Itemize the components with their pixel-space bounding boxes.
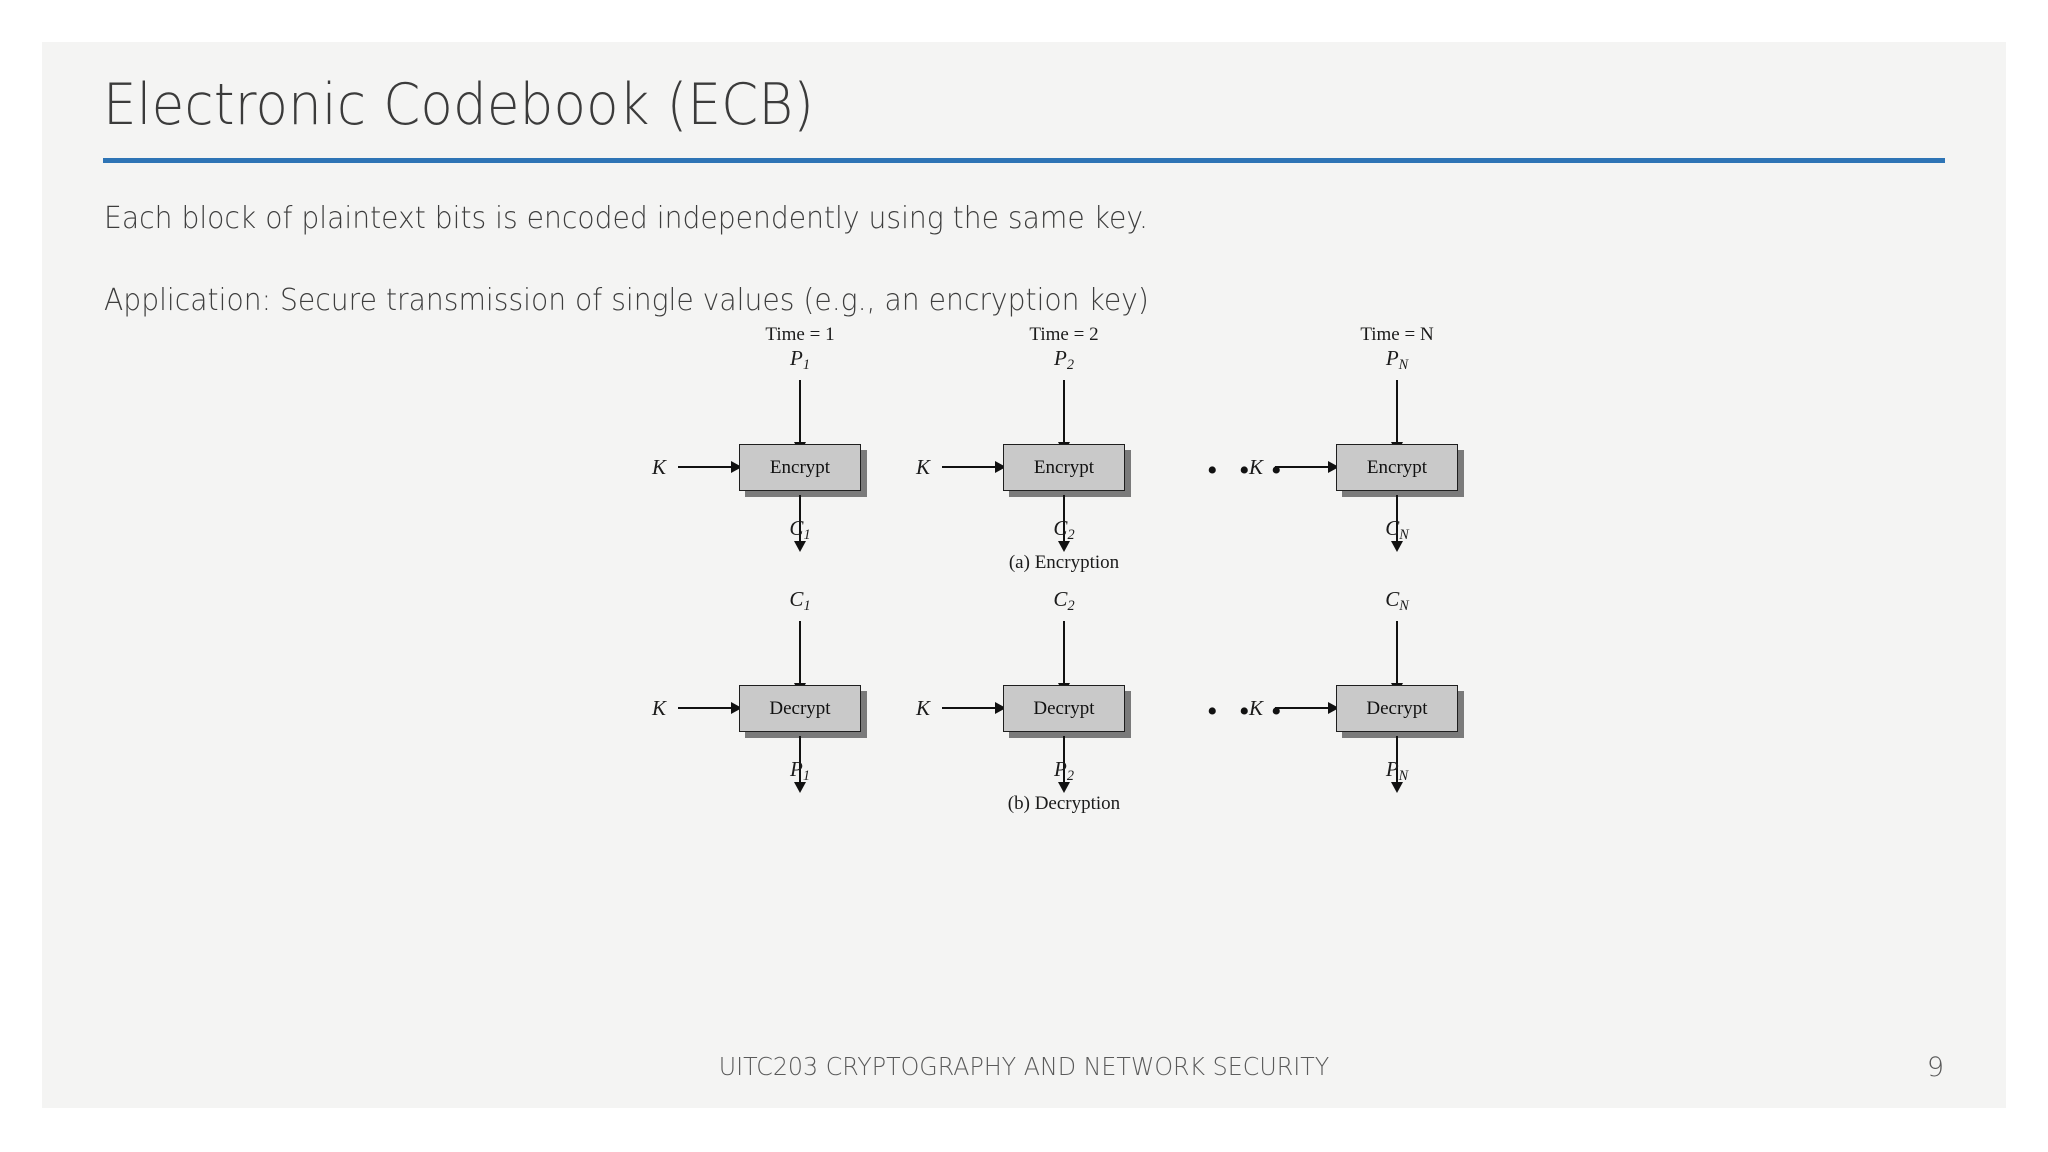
input-arrow bbox=[794, 621, 806, 694]
decrypt-box: Decrypt bbox=[1003, 685, 1125, 732]
decryption-column-2: C2 K Decrypt P2 (b) Decryption bbox=[916, 565, 1184, 1015]
encryption-ellipsis: • • • bbox=[1207, 454, 1289, 487]
plaintext-output-label: P1 bbox=[790, 757, 810, 784]
body-paragraph-1: Each block of plaintext bits is encoded … bbox=[104, 201, 1148, 236]
output-arrow bbox=[1058, 736, 1070, 793]
time-label: Time = 2 bbox=[1029, 324, 1099, 345]
key-label: K bbox=[1249, 455, 1264, 479]
decryption-column-n: CN K Decrypt PN bbox=[1249, 565, 1517, 1015]
page-title: Electronic Codebook (ECB) bbox=[103, 72, 815, 138]
encryption-caption: (a) Encryption bbox=[1008, 552, 1120, 573]
ciphertext-input-label: CN bbox=[1385, 587, 1409, 614]
key-arrow bbox=[1275, 702, 1339, 714]
time-label: Time = 1 bbox=[765, 324, 835, 345]
time-label: Time = N bbox=[1360, 324, 1434, 345]
key-label: K bbox=[916, 455, 931, 479]
input-arrow bbox=[1391, 621, 1403, 694]
input-arrow bbox=[1058, 621, 1070, 694]
title-underline-rule bbox=[103, 158, 1945, 163]
ciphertext-output-label: C2 bbox=[1053, 516, 1075, 543]
decrypt-box: Decrypt bbox=[739, 685, 861, 732]
input-arrow bbox=[794, 380, 806, 453]
body-paragraph-2: Application: Secure transmission of sing… bbox=[104, 283, 1149, 318]
encryption-column-n: Time = N PN K Encrypt CN bbox=[1249, 324, 1517, 774]
encrypt-box: Encrypt bbox=[739, 444, 861, 491]
decrypt-box: Decrypt bbox=[1336, 685, 1458, 732]
key-arrow bbox=[942, 461, 1006, 473]
output-arrow bbox=[794, 495, 806, 552]
key-arrow bbox=[1275, 461, 1339, 473]
slide-page-number: 9 bbox=[1926, 1052, 1944, 1083]
encryption-column-1: Time = 1 P1 K Encrypt C1 bbox=[652, 324, 920, 774]
ciphertext-output-label: CN bbox=[1385, 516, 1409, 543]
key-label: K bbox=[652, 696, 667, 720]
ciphertext-input-label: C1 bbox=[789, 587, 811, 614]
key-label: K bbox=[652, 455, 667, 479]
decryption-ellipsis: • • • bbox=[1207, 695, 1289, 728]
key-label: K bbox=[916, 696, 931, 720]
key-arrow bbox=[942, 702, 1006, 714]
plaintext-input-label: P2 bbox=[1054, 346, 1074, 373]
encrypt-box: Encrypt bbox=[1336, 444, 1458, 491]
key-arrow bbox=[678, 702, 742, 714]
output-arrow bbox=[1391, 495, 1403, 552]
output-arrow bbox=[794, 736, 806, 793]
output-arrow bbox=[1058, 495, 1070, 552]
slide-canvas: Electronic Codebook (ECB) Each block of … bbox=[42, 42, 2006, 1108]
ciphertext-input-label: C2 bbox=[1053, 587, 1075, 614]
key-label: K bbox=[1249, 696, 1264, 720]
ecb-decryption-diagram: C1 K Decrypt P1 C2 K Decrypt P2 (b) Decr… bbox=[452, 565, 1462, 1015]
decryption-column-1: C1 K Decrypt P1 bbox=[652, 565, 920, 1015]
output-arrow bbox=[1391, 736, 1403, 793]
input-arrow bbox=[1058, 380, 1070, 453]
ecb-encryption-diagram: Time = 1 P1 K Encrypt C1 Time = 2 P2 K E… bbox=[452, 324, 1462, 774]
plaintext-input-label: P1 bbox=[790, 346, 810, 373]
footer-course-text: UITC203 CRYPTOGRAPHY AND NETWORK SECURIT… bbox=[718, 1052, 1330, 1081]
ciphertext-output-label: C1 bbox=[789, 516, 811, 543]
plaintext-output-label: PN bbox=[1385, 757, 1409, 784]
plaintext-output-label: P2 bbox=[1054, 757, 1074, 784]
encryption-column-2: Time = 2 P2 K Encrypt C2 (a) Encryption bbox=[916, 324, 1184, 774]
encrypt-box: Encrypt bbox=[1003, 444, 1125, 491]
input-arrow bbox=[1391, 380, 1403, 453]
plaintext-input-label: PN bbox=[1385, 346, 1409, 373]
key-arrow bbox=[678, 461, 742, 473]
decryption-caption: (b) Decryption bbox=[1007, 793, 1121, 814]
